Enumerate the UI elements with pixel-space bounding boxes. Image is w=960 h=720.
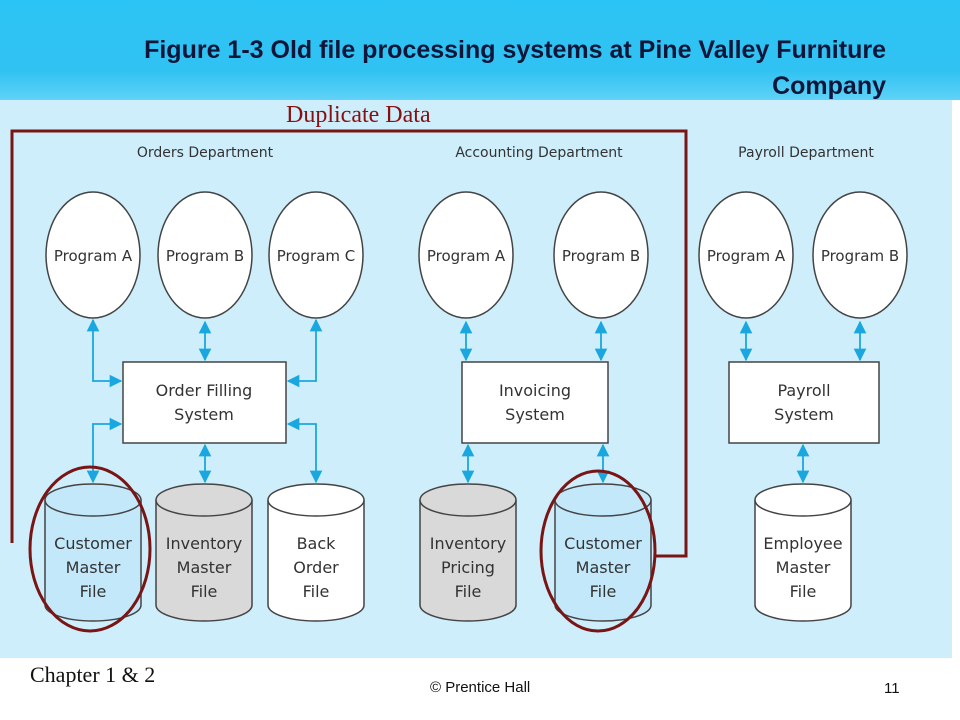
svg-text:File: File: [191, 582, 218, 601]
file-employee-master: Employee Master File: [754, 483, 852, 622]
duplicate-highlight-circle-left: [28, 465, 152, 633]
svg-text:Master: Master: [776, 558, 831, 577]
duplicate-data-label: Duplicate Data: [286, 102, 431, 128]
svg-text:Program A: Program A: [707, 247, 786, 265]
svg-text:File: File: [303, 582, 330, 601]
svg-text:Program C: Program C: [277, 247, 356, 265]
file-customer-master-accounting: Customer Master File: [554, 483, 652, 622]
dept-payroll-label: Payroll Department: [738, 145, 874, 161]
slide-title: Figure 1-3 Old file processing systems a…: [144, 36, 886, 100]
svg-text:Program B: Program B: [166, 247, 244, 265]
svg-text:Payroll: Payroll: [777, 381, 830, 400]
svg-text:Order: Order: [293, 558, 339, 577]
svg-text:Employee: Employee: [763, 534, 842, 553]
svg-text:Program B: Program B: [821, 247, 899, 265]
program-payroll-b: Program B: [812, 191, 908, 319]
file-customer-master-orders: Customer Master File: [44, 483, 142, 622]
svg-text:File: File: [590, 582, 617, 601]
svg-text:System: System: [505, 405, 565, 424]
dept-accounting-label: Accounting Department: [455, 145, 623, 161]
order-filling-system: Order Filling System: [122, 361, 287, 444]
svg-text:Customer: Customer: [54, 534, 132, 553]
program-payroll-a: Program A: [698, 191, 794, 319]
program-orders-b: Program B: [157, 191, 253, 319]
svg-text:Program A: Program A: [54, 247, 133, 265]
connector-arrows: [86, 318, 867, 484]
payroll-system: Payroll System: [728, 361, 880, 444]
dept-orders-label: Orders Department: [137, 145, 274, 161]
program-orders-a: Program A: [45, 191, 141, 319]
file-back-order: Back Order File: [267, 483, 365, 622]
svg-text:Inventory: Inventory: [166, 534, 242, 553]
header-band: [0, 0, 960, 100]
svg-text:Back: Back: [297, 534, 337, 553]
svg-text:Pricing: Pricing: [441, 558, 495, 577]
svg-text:Program A: Program A: [427, 247, 506, 265]
file-inventory-pricing: Inventory Pricing File: [419, 483, 517, 622]
invoicing-system: Invoicing System: [461, 361, 609, 444]
svg-text:Master: Master: [576, 558, 631, 577]
svg-text:Master: Master: [177, 558, 232, 577]
svg-text:Master: Master: [66, 558, 121, 577]
svg-text:File: File: [80, 582, 107, 601]
program-accounting-a: Program A: [418, 191, 514, 319]
svg-text:Customer: Customer: [564, 534, 642, 553]
footer-copyright: © Prentice Hall: [430, 679, 531, 696]
footer-chapter: Chapter 1 & 2: [30, 662, 156, 687]
program-accounting-b: Program B: [553, 191, 649, 319]
svg-text:File: File: [790, 582, 817, 601]
page-number: 11: [884, 680, 900, 697]
svg-text:Program B: Program B: [562, 247, 640, 265]
svg-text:File: File: [455, 582, 482, 601]
svg-text:System: System: [774, 405, 834, 424]
duplicate-data-bracket: [10, 129, 688, 558]
file-inventory-master: Inventory Master File: [155, 483, 253, 622]
svg-text:Inventory: Inventory: [430, 534, 506, 553]
program-orders-c: Program C: [268, 191, 364, 319]
svg-text:Invoicing: Invoicing: [499, 381, 571, 400]
duplicate-highlight-circle-right: [539, 469, 657, 633]
svg-text:System: System: [174, 405, 234, 424]
svg-text:Order Filling: Order Filling: [156, 381, 253, 400]
